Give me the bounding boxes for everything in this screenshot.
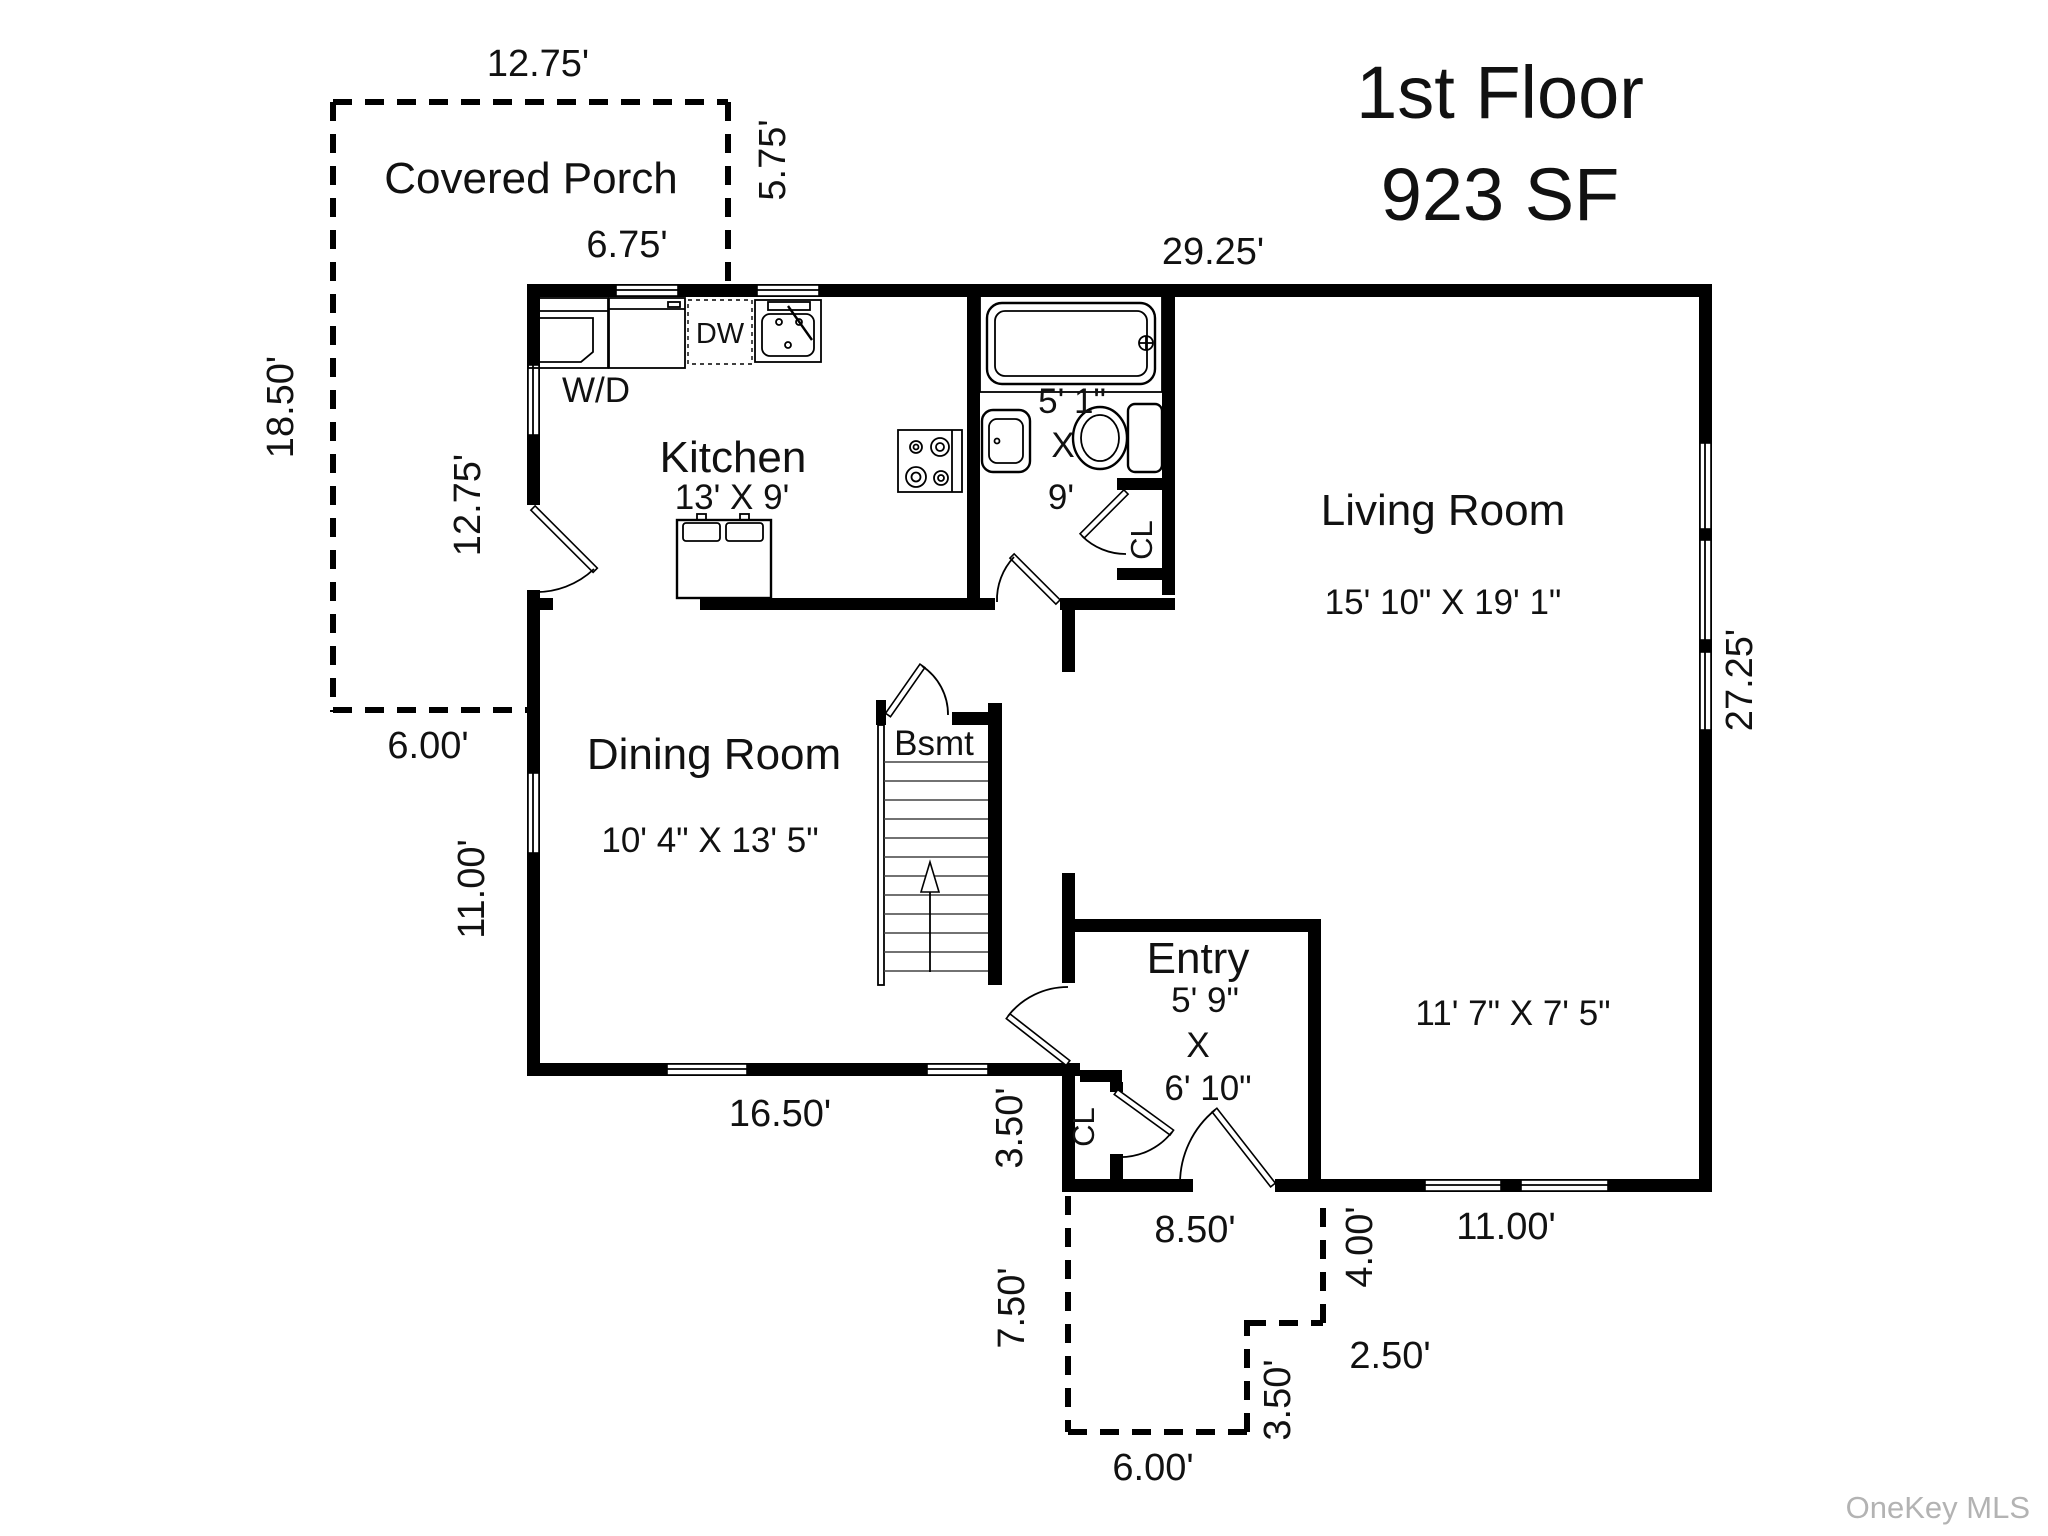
dim-dining-bottom: 16.50' <box>729 1093 831 1135</box>
plan-title: 1st Floor <box>1356 51 1644 134</box>
bathtub-icon <box>979 295 1163 393</box>
label-dishwasher: DW <box>696 318 745 350</box>
room-label-living: Living Room <box>1321 486 1566 535</box>
room-dims-bath-x: X <box>1051 426 1074 465</box>
room-label-entry: Entry <box>1147 934 1250 983</box>
dim-porch-bottom: 6.00' <box>387 725 468 767</box>
windows <box>527 284 1712 1192</box>
dim-top-wall: 29.25' <box>1162 231 1264 273</box>
dim-stoop-right: 4.00' <box>1339 1206 1381 1287</box>
washer-dryer-icon <box>527 297 686 369</box>
dim-stoop-left: 7.50' <box>991 1267 1033 1348</box>
plan-area: 923 SF <box>1381 153 1620 236</box>
label-bsmt: Bsmt <box>894 724 974 763</box>
room-dims-bath-w: 5' 1" <box>1038 382 1106 421</box>
room-dims-living: 15' 10" X 19' 1" <box>1325 583 1562 622</box>
room-dims-dining: 10' 4" X 13' 5" <box>601 821 818 860</box>
dim-step: 3.50' <box>989 1087 1031 1168</box>
kitchen-island-sink-icon <box>675 513 773 600</box>
dim-porch-inner: 6.75' <box>586 224 667 266</box>
stove-icon <box>897 429 963 493</box>
label-closet-bath: CL <box>1124 520 1159 560</box>
stoop-outline <box>1065 1196 1326 1435</box>
room-label-kitchen: Kitchen <box>660 433 807 482</box>
dim-left-wall-upper: 12.75' <box>447 454 489 556</box>
room-dims-entry-x: X <box>1186 1026 1209 1065</box>
bathroom-sink-icon <box>980 408 1032 474</box>
room-dims-entry-l: 6' 10" <box>1164 1069 1251 1108</box>
dim-living-bottom: 11.00' <box>1456 1206 1556 1248</box>
dim-left-wall-lower: 11.00' <box>451 839 493 939</box>
dim-porch-left: 18.50' <box>260 356 302 458</box>
dim-right-wall: 27.25' <box>1719 629 1761 731</box>
doors <box>526 488 1277 1193</box>
label-closet-entry: CL <box>1066 1107 1101 1147</box>
covered-porch-outline <box>330 99 731 713</box>
room-dims-bath-l: 9' <box>1048 478 1074 517</box>
dim-porch-top: 12.75' <box>487 43 589 85</box>
basement-stairs <box>877 724 988 986</box>
label-washer-dryer: W/D <box>562 371 630 410</box>
kitchen-sink-icon <box>754 299 822 363</box>
watermark: OneKey MLS <box>1846 1490 2030 1525</box>
room-label-dining: Dining Room <box>587 730 841 779</box>
dim-stoop-bottom: 6.00' <box>1112 1447 1193 1489</box>
dishwasher-icon <box>687 299 753 365</box>
dim-stoop-step-v: 3.50' <box>1257 1359 1299 1440</box>
room-dims-living-alcove: 11' 7" X 7' 5" <box>1415 994 1610 1033</box>
room-dims-entry-w: 5' 9" <box>1171 981 1239 1020</box>
stair-up-arrow <box>919 859 941 972</box>
room-dims-kitchen: 13' X 9' <box>675 478 790 517</box>
interior-walls <box>527 284 1321 1192</box>
dim-porch-right: 5.75' <box>752 119 794 200</box>
toilet-icon <box>1071 402 1164 474</box>
room-label-covered-porch: Covered Porch <box>384 154 677 203</box>
dim-entry-bottom: 8.50' <box>1154 1209 1235 1251</box>
dim-stoop-step-h: 2.50' <box>1349 1335 1430 1377</box>
